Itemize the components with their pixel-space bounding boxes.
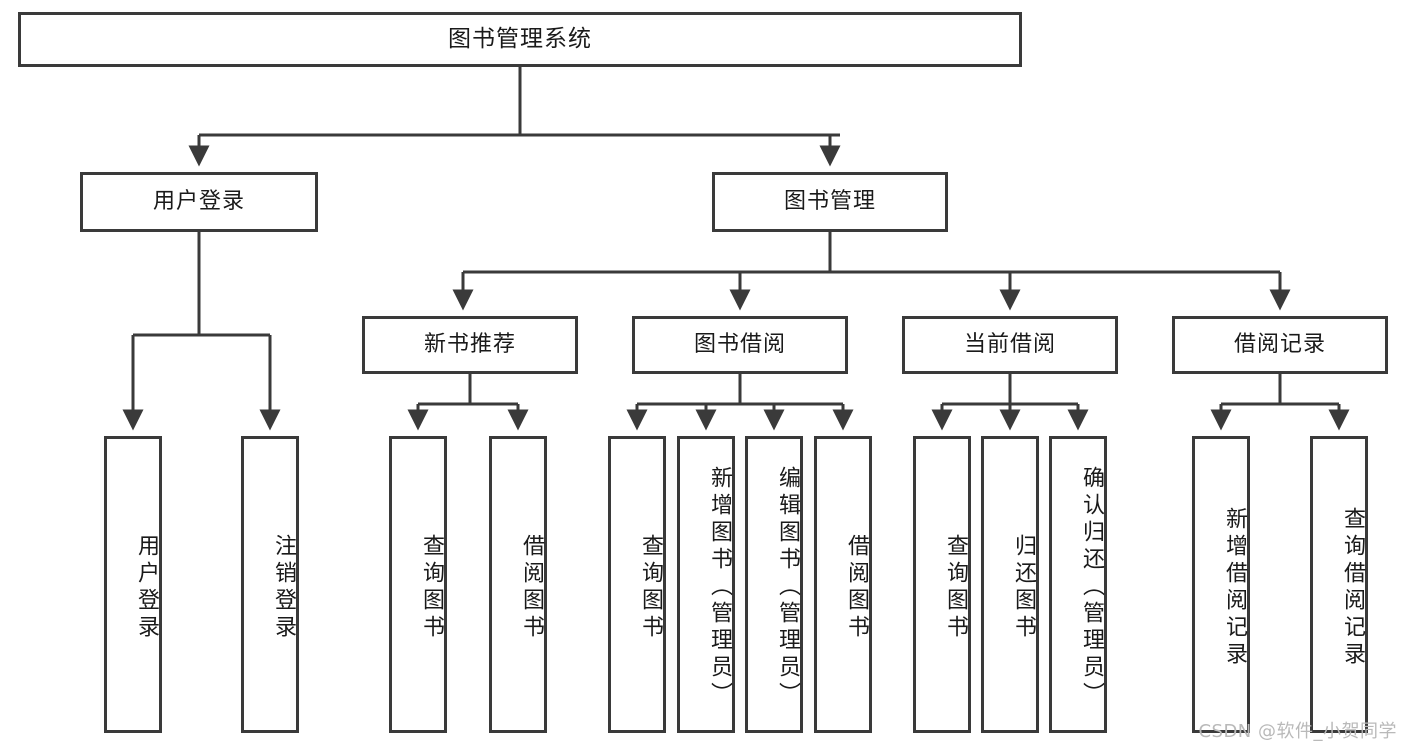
node-borrow-record[interactable]: 借阅记录 — [1172, 316, 1388, 374]
node-label: 图书管理系统 — [448, 25, 592, 52]
leaf-return-book[interactable]: 归还图书 — [981, 436, 1039, 733]
leaf-logout[interactable]: 注销登录 — [241, 436, 299, 733]
node-label: 图书管理 — [783, 188, 876, 214]
leaf-user-login[interactable]: 用户登录 — [104, 436, 162, 733]
node-label: 借阅记录 — [1233, 331, 1326, 357]
node-label: 新增借阅记录 — [1222, 506, 1247, 669]
leaf-borrow-book-recommend[interactable]: 借阅图书 — [489, 436, 547, 733]
node-book-borrow[interactable]: 图书借阅 — [632, 316, 848, 374]
node-label: 新书推荐 — [423, 331, 516, 357]
node-label: 查询图书 — [943, 533, 968, 642]
leaf-borrow-book[interactable]: 借阅图书 — [814, 436, 872, 733]
node-label: 查询借阅记录 — [1340, 506, 1365, 669]
node-user-login[interactable]: 用户登录 — [80, 172, 318, 232]
node-label: 用户登录 — [134, 533, 159, 642]
node-label: 确认归还（管理员） — [1079, 466, 1104, 709]
node-label: 归还图书 — [1011, 533, 1036, 642]
node-label: 借阅图书 — [844, 533, 869, 642]
node-root-system[interactable]: 图书管理系统 — [18, 12, 1022, 67]
node-label: 当前借阅 — [963, 331, 1056, 357]
node-label: 借阅图书 — [519, 533, 544, 642]
node-label: 注销登录 — [271, 533, 296, 642]
node-label: 用户登录 — [152, 188, 245, 214]
leaf-query-book-current[interactable]: 查询图书 — [913, 436, 971, 733]
node-label: 图书借阅 — [693, 331, 786, 357]
node-book-manage[interactable]: 图书管理 — [712, 172, 948, 232]
node-label: 编辑图书（管理员） — [775, 466, 800, 709]
leaf-query-book-borrow[interactable]: 查询图书 — [608, 436, 666, 733]
leaf-query-borrow-record[interactable]: 查询借阅记录 — [1310, 436, 1368, 733]
node-label: 查询图书 — [419, 533, 444, 642]
csdn-watermark: CSDN @软件_小贺同学 — [1198, 721, 1397, 742]
leaf-confirm-return[interactable]: 确认归还（管理员） — [1049, 436, 1107, 733]
leaf-add-borrow-record[interactable]: 新增借阅记录 — [1192, 436, 1250, 733]
node-label: 查询图书 — [638, 533, 663, 642]
leaf-query-book-recommend[interactable]: 查询图书 — [389, 436, 447, 733]
node-label: 新增图书（管理员） — [707, 466, 732, 709]
node-current-borrow[interactable]: 当前借阅 — [902, 316, 1118, 374]
leaf-edit-book[interactable]: 编辑图书（管理员） — [745, 436, 803, 733]
node-new-book-recommend[interactable]: 新书推荐 — [362, 316, 578, 374]
leaf-add-book[interactable]: 新增图书（管理员） — [677, 436, 735, 733]
